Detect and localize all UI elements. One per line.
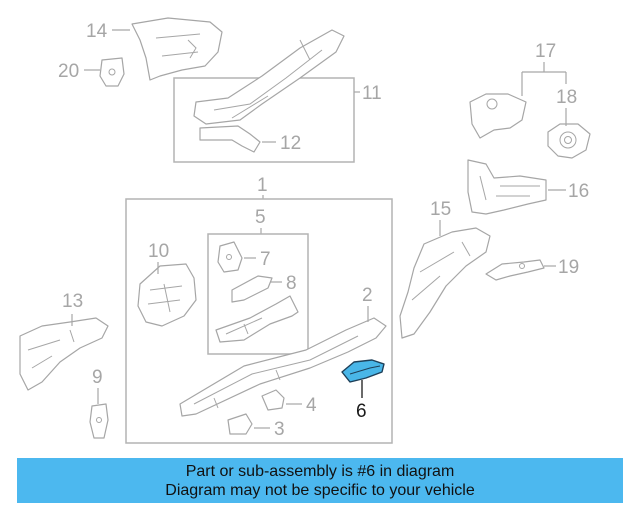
callout-20: 20 (58, 61, 79, 82)
part-20-shape (99, 57, 125, 87)
part-12-shape (199, 125, 261, 153)
part-5-shape (215, 295, 299, 343)
group-frame-5 (207, 233, 309, 355)
callout-6: 6 (356, 401, 367, 422)
part-9-shape (89, 403, 109, 439)
callout-9: 9 (92, 367, 103, 388)
callout-8: 8 (286, 273, 297, 294)
callout-18: 18 (556, 87, 577, 108)
part-7-shape (217, 241, 243, 273)
part-6-highlighted-shape (341, 359, 385, 383)
group-frame-1 (125, 198, 393, 444)
callout-5: 5 (255, 207, 266, 228)
callout-2: 2 (362, 285, 373, 306)
callout-7: 7 (260, 249, 271, 270)
callout-14: 14 (86, 21, 108, 42)
callout-1: 1 (257, 175, 268, 196)
part-17-shape (469, 93, 527, 139)
part-4-shape (261, 389, 285, 411)
part-3-shape (227, 413, 253, 435)
callout-11: 11 (362, 83, 382, 104)
callout-13: 13 (62, 291, 83, 312)
part-info-banner: Part or sub-assembly is #6 in diagram Di… (17, 458, 623, 503)
banner-line-2: Diagram may not be specific to your vehi… (165, 481, 475, 499)
part-8-shape (231, 275, 273, 303)
callout-4: 4 (306, 395, 317, 416)
callout-16: 16 (568, 181, 589, 202)
callout-15: 15 (430, 199, 451, 220)
banner-line-1: Part or sub-assembly is #6 in diagram (185, 462, 455, 480)
part-15-shape (399, 227, 491, 339)
callout-10: 10 (148, 241, 169, 262)
part-14-shape (131, 17, 223, 81)
part-13-shape (19, 317, 109, 391)
part-10-shape (137, 263, 197, 327)
part-2-shape (179, 317, 387, 417)
part-18-shape (547, 123, 591, 159)
callout-12: 12 (280, 133, 301, 154)
callout-19: 19 (558, 257, 579, 278)
part-11-shape (193, 29, 345, 125)
callout-17: 17 (535, 41, 556, 62)
callout-3: 3 (274, 419, 285, 440)
part-19-shape (485, 259, 545, 281)
leader-17 (521, 62, 567, 96)
part-16-shape (467, 159, 547, 215)
